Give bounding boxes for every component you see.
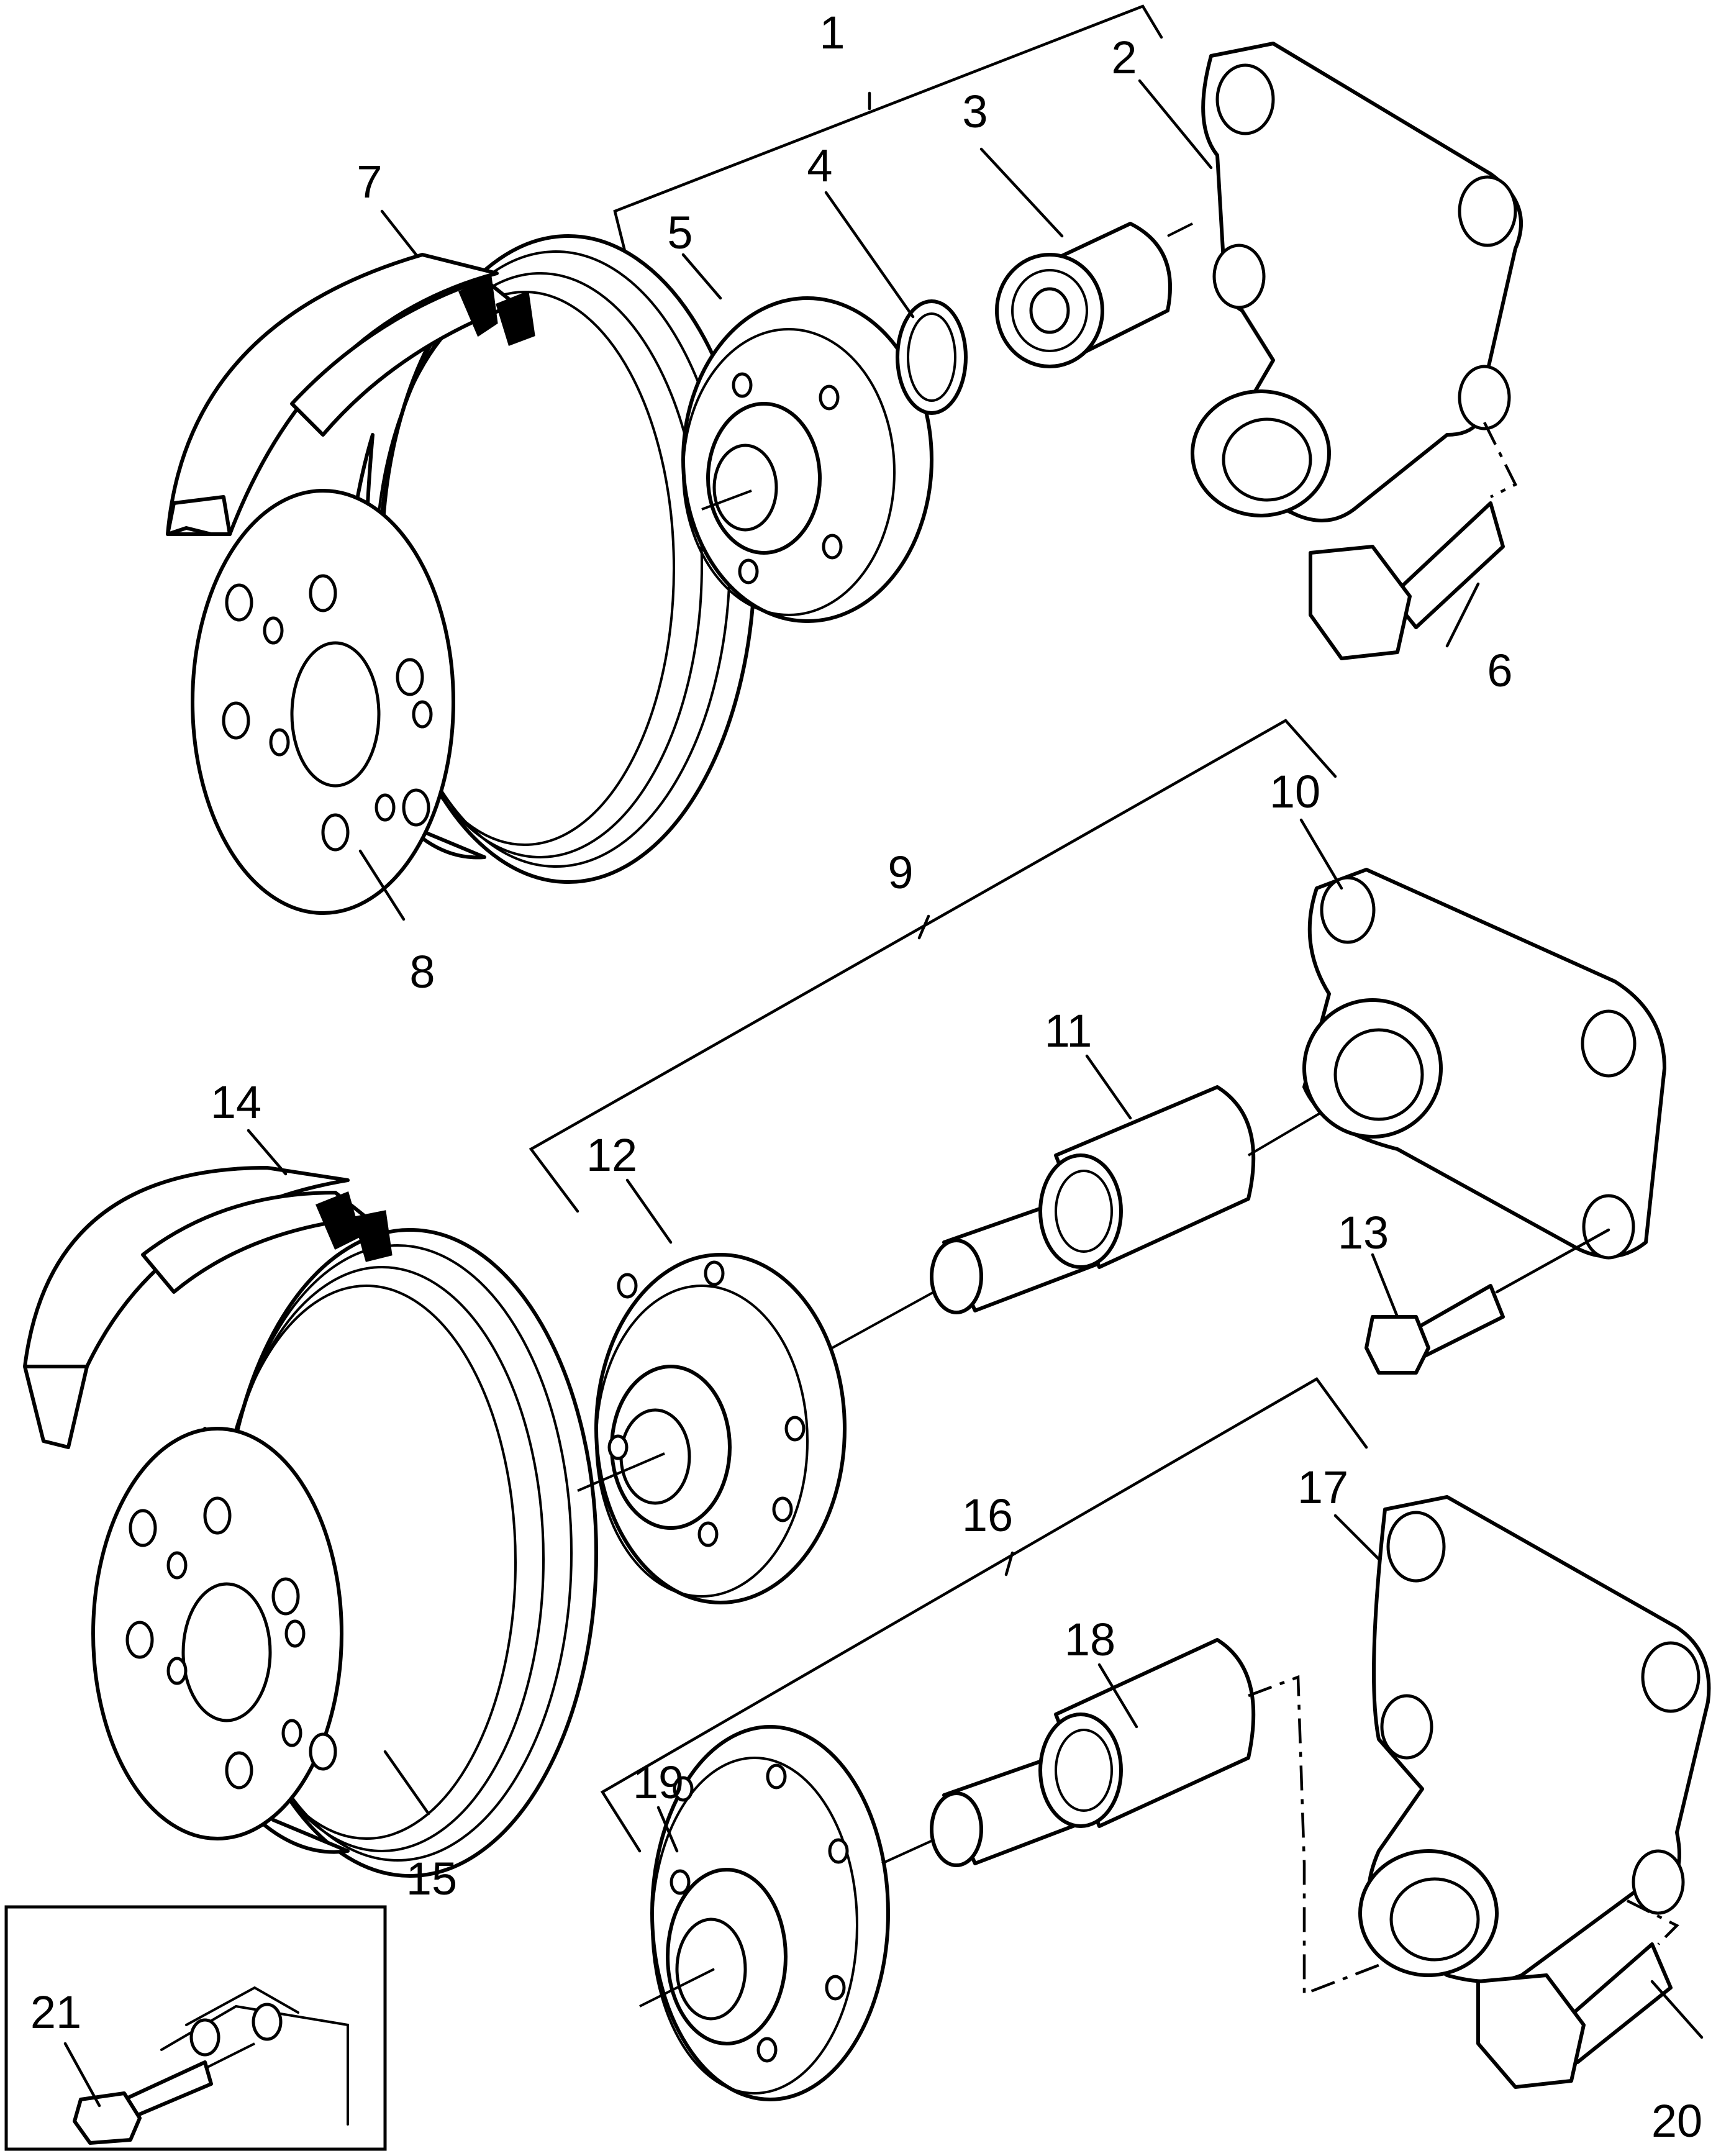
alignment-line-4 bbox=[1626, 1899, 1679, 1945]
callout-15: 15 bbox=[406, 1853, 457, 1904]
housing-17 bbox=[1358, 1495, 1711, 1983]
bolt-13 bbox=[1365, 1284, 1505, 1375]
leader-20 bbox=[1650, 1980, 1704, 2039]
inset-panel bbox=[4, 1905, 387, 2151]
bearing-11 bbox=[930, 1085, 1256, 1314]
leader-8 bbox=[358, 849, 406, 921]
callout-10: 10 bbox=[1269, 766, 1320, 817]
callout-2: 2 bbox=[1111, 32, 1137, 83]
leader-7 bbox=[380, 209, 418, 257]
callout-6: 6 bbox=[1487, 645, 1512, 696]
leader-9 bbox=[917, 914, 930, 940]
leader-12 bbox=[625, 1178, 673, 1244]
callout-4: 4 bbox=[807, 140, 832, 191]
leader-13 bbox=[1371, 1253, 1399, 1319]
hub-19 bbox=[650, 1725, 890, 2101]
callout-1: 1 bbox=[819, 7, 845, 58]
leader-16 bbox=[1004, 1551, 1014, 1576]
callout-19: 19 bbox=[633, 1757, 684, 1808]
leader-2 bbox=[1138, 79, 1213, 170]
alignment-line-2 bbox=[1495, 1228, 1610, 1294]
callout-13: 13 bbox=[1338, 1207, 1389, 1258]
pulley-8 bbox=[191, 234, 756, 915]
belt-14 bbox=[23, 1166, 393, 1449]
hub-12 bbox=[594, 1253, 847, 1604]
callout-3: 3 bbox=[962, 86, 988, 137]
bracket-group-9 bbox=[529, 719, 1337, 1213]
housing-10 bbox=[1302, 868, 1666, 1260]
belt-7 bbox=[166, 253, 535, 536]
bolt-20 bbox=[1476, 1942, 1673, 2089]
alignment-line-1 bbox=[1483, 421, 1518, 499]
callout-9: 9 bbox=[888, 847, 913, 898]
bracket-group-1 bbox=[613, 4, 1163, 263]
callout-20: 20 bbox=[1651, 2095, 1702, 2147]
hub-5 bbox=[681, 296, 933, 623]
leader-15 bbox=[383, 1750, 430, 1816]
alignment-line-3 bbox=[1248, 1675, 1386, 1996]
callout-14: 14 bbox=[211, 1076, 261, 1128]
callout-16: 16 bbox=[962, 1490, 1013, 1541]
shaft-axis-1 bbox=[701, 489, 752, 511]
leader-5 bbox=[681, 253, 722, 300]
bolt-6 bbox=[1309, 501, 1505, 660]
callout-17: 17 bbox=[1297, 1462, 1348, 1513]
leader-3 bbox=[979, 147, 1064, 238]
bracket-group-16 bbox=[600, 1377, 1368, 1853]
bearing-18 bbox=[930, 1638, 1256, 1867]
callout-12: 12 bbox=[586, 1129, 637, 1181]
leader-10 bbox=[1299, 818, 1343, 890]
leader-6 bbox=[1445, 582, 1480, 648]
leader-17 bbox=[1333, 1514, 1381, 1561]
shaft-axis-2 bbox=[1167, 222, 1193, 237]
leader-11 bbox=[1085, 1054, 1132, 1120]
pulley-15 bbox=[91, 1228, 598, 1878]
bearing-3 bbox=[995, 222, 1172, 368]
leader-21 bbox=[63, 2042, 101, 2108]
leader-4 bbox=[824, 191, 915, 319]
leader-19 bbox=[656, 1806, 679, 1853]
shaft-axis-6 bbox=[639, 1968, 715, 2008]
shaft-axis-3 bbox=[577, 1452, 665, 1492]
callout-7: 7 bbox=[356, 156, 382, 207]
callout-8: 8 bbox=[409, 946, 435, 998]
callout-18: 18 bbox=[1065, 1614, 1115, 1665]
callout-5: 5 bbox=[667, 207, 692, 258]
callout-11: 11 bbox=[1045, 1005, 1092, 1057]
housing-2 bbox=[1191, 42, 1523, 522]
callout-21: 21 bbox=[30, 1986, 81, 2038]
leader-14 bbox=[247, 1129, 288, 1176]
snap-ring-4 bbox=[896, 299, 968, 415]
leader-18 bbox=[1097, 1663, 1138, 1729]
